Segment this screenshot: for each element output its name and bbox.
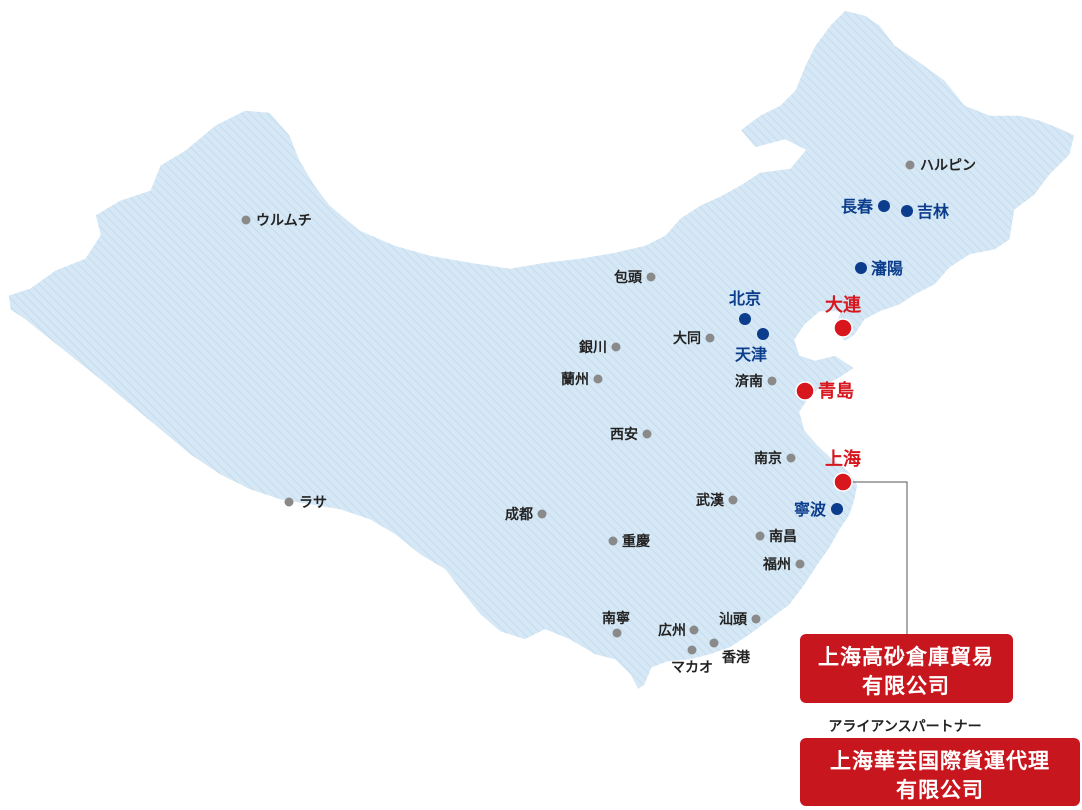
- other-cities: ハルピン ウルムチ 包頭 銀川 大同 蘭州 済南 西安 南京 武漢 ラサ 成都 …: [241, 157, 976, 675]
- city-label-jinan: 済南: [735, 373, 763, 389]
- city-label-wuhan: 武漢: [696, 492, 725, 508]
- city-label-nanjing: 南京: [754, 450, 782, 466]
- city-dot-fuzhou: [795, 559, 805, 569]
- primary-office-name-line2: 有限公司: [862, 674, 950, 698]
- city-label-datong: 大同: [673, 330, 701, 346]
- city-dot-lanzhou: [593, 374, 603, 384]
- city-dot-shantou: [751, 614, 761, 624]
- city-dot-chongqing: [608, 536, 618, 546]
- city-dot-tianjin: [757, 328, 769, 340]
- city-dot-qingdao: [795, 381, 815, 401]
- city-label-nanchang: 南昌: [769, 528, 797, 544]
- city-dot-yinchuan: [611, 342, 621, 352]
- city-dot-nanchang: [755, 531, 765, 541]
- city-label-shanghai: 上海: [825, 448, 861, 469]
- city-label-baotou: 包頭: [614, 269, 643, 285]
- partner-office-name-line1: 上海華芸国際貨運代理: [830, 749, 1050, 773]
- city-dot-harbin: [905, 160, 915, 170]
- city-dot-nanning: [612, 628, 622, 638]
- partner-office-name-line2: 有限公司: [896, 778, 984, 802]
- city-label-chongqing: 重慶: [622, 533, 650, 549]
- city-dot-ningbo: [831, 503, 843, 515]
- city-dot-chengdu: [537, 509, 547, 519]
- city-dot-urumqi: [241, 215, 251, 225]
- shanghai-connector-line: [852, 481, 908, 634]
- city-dot-jinan: [767, 376, 777, 386]
- city-label-changchun: 長春: [841, 197, 874, 216]
- city-dot-datong: [705, 333, 715, 343]
- city-dot-jilin: [901, 205, 913, 217]
- city-label-shenyang: 瀋陽: [871, 259, 903, 278]
- major-cities: 大連 青島 上海: [795, 294, 862, 492]
- city-dot-baotou: [646, 272, 656, 282]
- city-label-lanzhou: 蘭州: [561, 371, 589, 387]
- partner-office-box: 上海華芸国際貨運代理 有限公司: [800, 738, 1080, 806]
- city-label-urumqi: ウルムチ: [256, 212, 312, 228]
- city-dot-changchun: [878, 200, 890, 212]
- primary-office-box: 上海高砂倉庫貿易 有限公司: [800, 634, 1013, 703]
- city-dot-shenyang: [855, 262, 867, 274]
- city-dot-hongkong: [709, 638, 719, 648]
- city-label-beijing: 北京: [729, 289, 761, 308]
- city-label-chengdu: 成都: [505, 506, 533, 522]
- city-label-lhasa: ラサ: [299, 494, 327, 510]
- city-label-fuzhou: 福州: [762, 556, 791, 572]
- city-dot-beijing: [739, 313, 751, 325]
- city-label-tianjin: 天津: [735, 346, 767, 364]
- city-label-nanning: 南寧: [602, 610, 630, 626]
- city-label-ningbo: 寧波: [794, 500, 827, 519]
- city-dot-shanghai: [833, 472, 853, 492]
- city-label-macau: マカオ: [671, 659, 713, 675]
- partner-cities: 北京 天津 長春 吉林 瀋陽 寧波: [729, 197, 949, 519]
- city-label-hongkong: 香港: [721, 649, 751, 665]
- city-label-jilin: 吉林: [917, 202, 949, 221]
- city-label-qingdao: 青島: [818, 380, 854, 401]
- city-dot-lhasa: [284, 497, 294, 507]
- china-landmass: [7, 9, 1076, 692]
- city-dot-nanjing: [786, 453, 796, 463]
- city-dot-wuhan: [728, 495, 738, 505]
- city-label-shantou: 汕頭: [719, 611, 748, 627]
- city-dot-xian: [642, 429, 652, 439]
- city-dot-guangzhou: [689, 625, 699, 635]
- city-label-yinchuan: 銀川: [579, 339, 607, 355]
- city-label-harbin: ハルピン: [920, 157, 976, 173]
- primary-office-name-line1: 上海高砂倉庫貿易: [818, 645, 994, 669]
- city-label-xian: 西安: [610, 426, 638, 442]
- city-label-guangzhou: 広州: [658, 622, 686, 638]
- alliance-partner-label: アライアンスパートナー: [828, 718, 981, 734]
- city-label-dalian: 大連: [825, 294, 862, 315]
- city-dot-macau: [687, 645, 697, 655]
- city-dot-dalian: [833, 318, 853, 338]
